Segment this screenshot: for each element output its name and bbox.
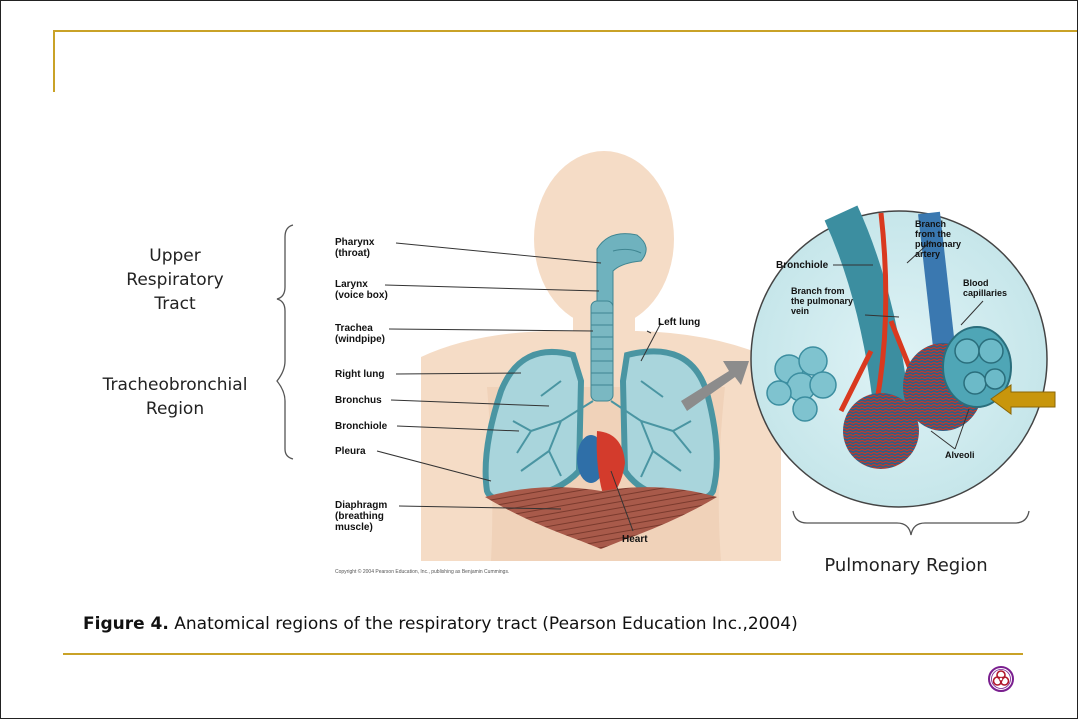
- label-diaphragm: Diaphragm (breathing muscle): [335, 500, 387, 533]
- label-larynx: Larynx (voice box): [335, 279, 388, 301]
- region-braces: [277, 225, 293, 459]
- copyright-note: Copyright © 2004 Pearson Education, Inc.…: [335, 569, 509, 575]
- trachea: [591, 301, 613, 401]
- pulmonary-brace: [793, 511, 1029, 535]
- label-pharynx: Pharynx (throat): [335, 237, 374, 259]
- caption-figure-number: Figure 4.: [83, 614, 169, 634]
- biohazard-icon: [988, 666, 1014, 692]
- label-branch-artery: Branch from the pulmonary artery: [915, 219, 961, 259]
- caption-text: Anatomical regions of the respiratory tr…: [169, 614, 798, 634]
- label-trachea: Trachea (windpipe): [335, 323, 385, 345]
- label-alveoli: Alveoli: [945, 450, 975, 461]
- label-inset-bronchiole: Bronchiole: [776, 260, 828, 271]
- figure-caption: Figure 4. Anatomical regions of the resp…: [83, 614, 798, 634]
- label-right-lung: Right lung: [335, 369, 384, 380]
- bottom-rule: [63, 653, 1023, 655]
- label-heart: Heart: [622, 534, 648, 545]
- label-pleura: Pleura: [335, 446, 366, 457]
- label-bronchiole: Bronchiole: [335, 421, 387, 432]
- label-left-lung: Left lung: [658, 317, 700, 328]
- label-bronchus: Bronchus: [335, 395, 382, 406]
- label-branch-vein: Branch from the pulmonary vein: [791, 286, 853, 316]
- alveoli-inset: [751, 211, 1047, 507]
- label-blood-capillaries: Blood capillaries: [963, 278, 1007, 298]
